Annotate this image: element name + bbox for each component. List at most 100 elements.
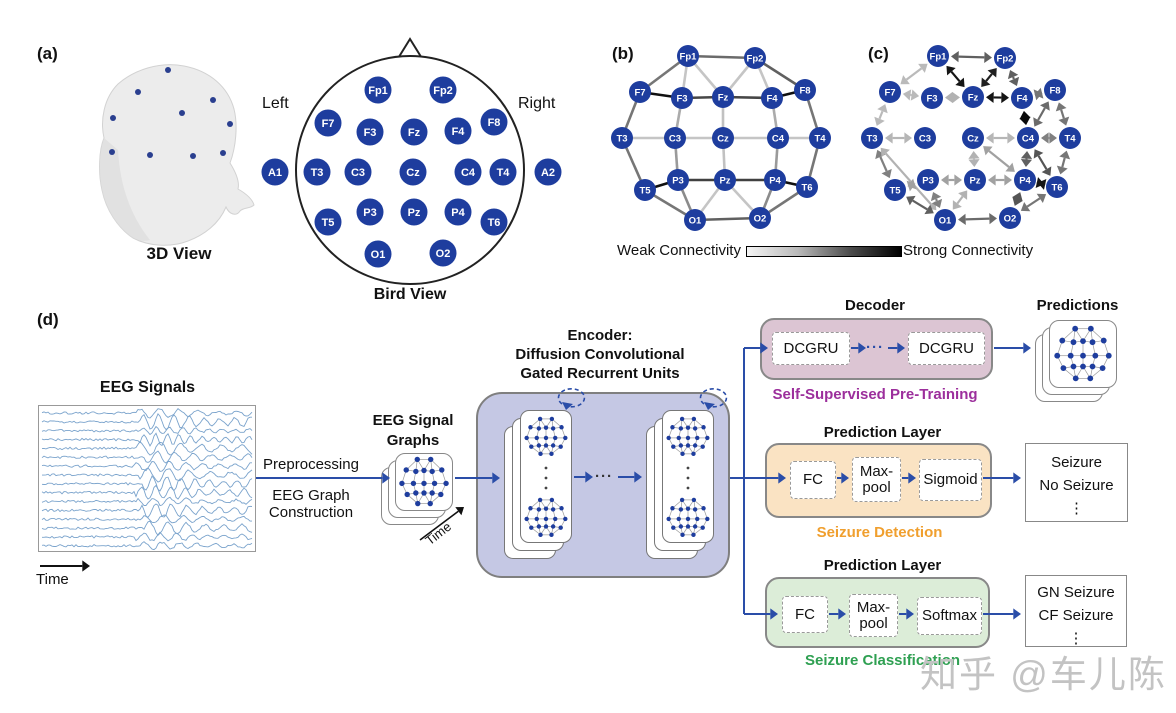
graph-c-edge-F7-Fp1-head — [900, 75, 910, 85]
electrode-label-A1: A1 — [268, 167, 282, 179]
graph-c-node-Fz — [962, 86, 984, 108]
head-electrode-dot-3 — [179, 110, 185, 116]
graph-b-edge-Fz-F4 — [722, 95, 773, 100]
graph-b-label-C4: C4 — [772, 134, 785, 145]
eeg-graphs-card-front — [395, 453, 453, 511]
graph-c-label-Cz: Cz — [967, 134, 979, 145]
graph-b-label-T4: T4 — [814, 134, 826, 145]
graph-c-edge-C4-T6-head — [1033, 149, 1044, 159]
graph-b-label-T5: T5 — [639, 186, 651, 197]
decoder-title: Decoder — [844, 297, 906, 314]
graph-b-edge-P3-O1 — [676, 179, 697, 221]
electrode-label-Pz: Pz — [408, 207, 421, 219]
detection-sigmoid-box: Sigmoid — [919, 459, 982, 501]
electrode-node-O2 — [429, 239, 457, 267]
classification-softmax-label: Softmax — [921, 607, 978, 624]
graph-c-edge-T3-O1-head — [927, 200, 937, 211]
graph-c-edge-T3-O1 — [884, 152, 933, 206]
dcgru-label-2: DCGRU — [919, 339, 974, 357]
graph-c-edge-Fp2-Fz-head — [987, 68, 997, 78]
graph-b-label-Fz: Fz — [718, 93, 729, 104]
graph-b-label-P3: P3 — [672, 176, 684, 187]
graph-b-edge-F3-C3 — [673, 97, 684, 139]
graph-c-edge-C4-P4-head — [1020, 159, 1033, 168]
head-electrode-dot-7 — [147, 152, 153, 158]
graph-c-edge-Fp1-Fp2-head — [950, 51, 959, 63]
graph-c-edge-F8-C4-head — [1033, 117, 1043, 127]
electrode-label-C4: C4 — [461, 167, 476, 179]
detection-out-line1: Seizure — [1051, 454, 1102, 471]
classification-out-line1: GN Seizure — [1037, 584, 1115, 601]
detection-fc-box: FC — [790, 461, 836, 499]
graph-c-edge-Fp1-Fp2 — [958, 55, 985, 59]
graph-b-node-O2 — [749, 207, 771, 229]
right-label: Right — [518, 95, 556, 112]
graph-c-node-C4 — [1017, 127, 1039, 149]
classification-maxpool-box: Max- pool — [849, 594, 898, 637]
dcgru-box-1: DCGRU — [772, 332, 850, 365]
graph-c-edge-T4-C4-head — [1041, 132, 1049, 144]
graph-c-label-F7: F7 — [884, 88, 895, 99]
electrode-label-T6: T6 — [488, 217, 501, 229]
graph-c-edge-T5-P3-head — [906, 180, 916, 192]
electrode-node-T6 — [480, 208, 508, 236]
electrode-label-F4: F4 — [452, 126, 466, 138]
eeg-signals-title: EEG Signals — [99, 379, 196, 396]
head-electrode-dot-1 — [135, 89, 141, 95]
graph-c-edge-Fz-F4-head — [985, 91, 994, 104]
encoder-stack1-front — [520, 410, 572, 543]
graph-b-node-P3 — [667, 169, 689, 191]
graph-c-edge-C3-T3-head — [904, 132, 912, 144]
graph-c-label-Fp2: Fp2 — [997, 54, 1014, 65]
classification-maxpool-label: Max- pool — [856, 598, 891, 632]
zhihu-watermark: 知乎 @车儿陈 — [920, 654, 1167, 695]
graph-c-edge-T6-O2-head — [1020, 201, 1031, 212]
graph-c-label-O2: O2 — [1004, 214, 1017, 225]
graph-c-edge-F7-T3-head — [874, 116, 885, 126]
graph-construction-label: EEG Graph Construction — [249, 487, 373, 521]
graph-c-edge-Cz-P4 — [988, 150, 1010, 168]
detection-output-arrow-head — [1013, 472, 1021, 484]
electrode-node-C3 — [344, 158, 372, 186]
graph-c-edge-F8-T4-head — [1055, 102, 1067, 112]
graph-c-edge-Fp1-Fz — [950, 70, 961, 83]
graph-b-edge-Pz-O1 — [693, 179, 727, 221]
graph-c-node-Pz — [964, 169, 986, 191]
electrode-label-Fp1: Fp1 — [368, 85, 388, 97]
graph-b-label-F7: F7 — [634, 88, 645, 99]
classification-fc-box: FC — [782, 596, 828, 633]
graph-c-node-T4 — [1059, 127, 1081, 149]
graph-b-edge-T5-P3 — [644, 178, 679, 192]
eeg-graphs-title-line2: Graphs — [386, 432, 440, 449]
classification-out-line2: CF Seizure — [1038, 607, 1114, 624]
graph-c-edge-F8-T4 — [1060, 109, 1065, 119]
graph-c-edge-T4-T6-head — [1056, 165, 1068, 175]
electrode-node-F8 — [480, 108, 508, 136]
graph-c-edge-P4-T6-head — [1037, 178, 1047, 190]
graph-c-edge-F7-T3 — [878, 110, 884, 120]
electrode-node-F3 — [356, 118, 384, 146]
graph-c-edge-F4-F8-head — [1033, 89, 1043, 101]
electrode-label-C3: C3 — [351, 167, 365, 179]
panel-b-label: (b) — [612, 44, 634, 63]
graph-c-edge-T4-C4-head — [1049, 132, 1057, 144]
detection-out-dots: ⋮ — [1069, 500, 1084, 517]
graph-c-node-T3 — [861, 127, 883, 149]
dcgru-label-1: DCGRU — [783, 339, 839, 357]
graph-b-node-T5 — [634, 179, 656, 201]
graph-c-label-F3: F3 — [926, 94, 937, 105]
graph-b-edge-Fp2-F4 — [753, 57, 774, 99]
graph-c-edge-T5-O1 — [912, 199, 928, 211]
graph-b-edge-F7-T3 — [620, 91, 642, 139]
graph-c-edge-T4-T6-head — [1059, 150, 1071, 160]
electrode-label-Cz: Cz — [406, 167, 420, 179]
graph-c-edge-P3-Pz-head — [954, 174, 962, 186]
graph-b-label-C3: C3 — [669, 134, 681, 145]
classification-out-dots: ⋮ — [1068, 630, 1084, 647]
electrode-node-C4 — [454, 158, 482, 186]
weak-connectivity-label: Weak Connectivity — [617, 242, 741, 259]
graph-b-node-C3 — [664, 127, 686, 149]
graph-b-edge-F8-T4 — [803, 89, 822, 139]
head-electrode-dot-5 — [227, 121, 233, 127]
graph-b-edge-F4-F8 — [771, 88, 806, 100]
